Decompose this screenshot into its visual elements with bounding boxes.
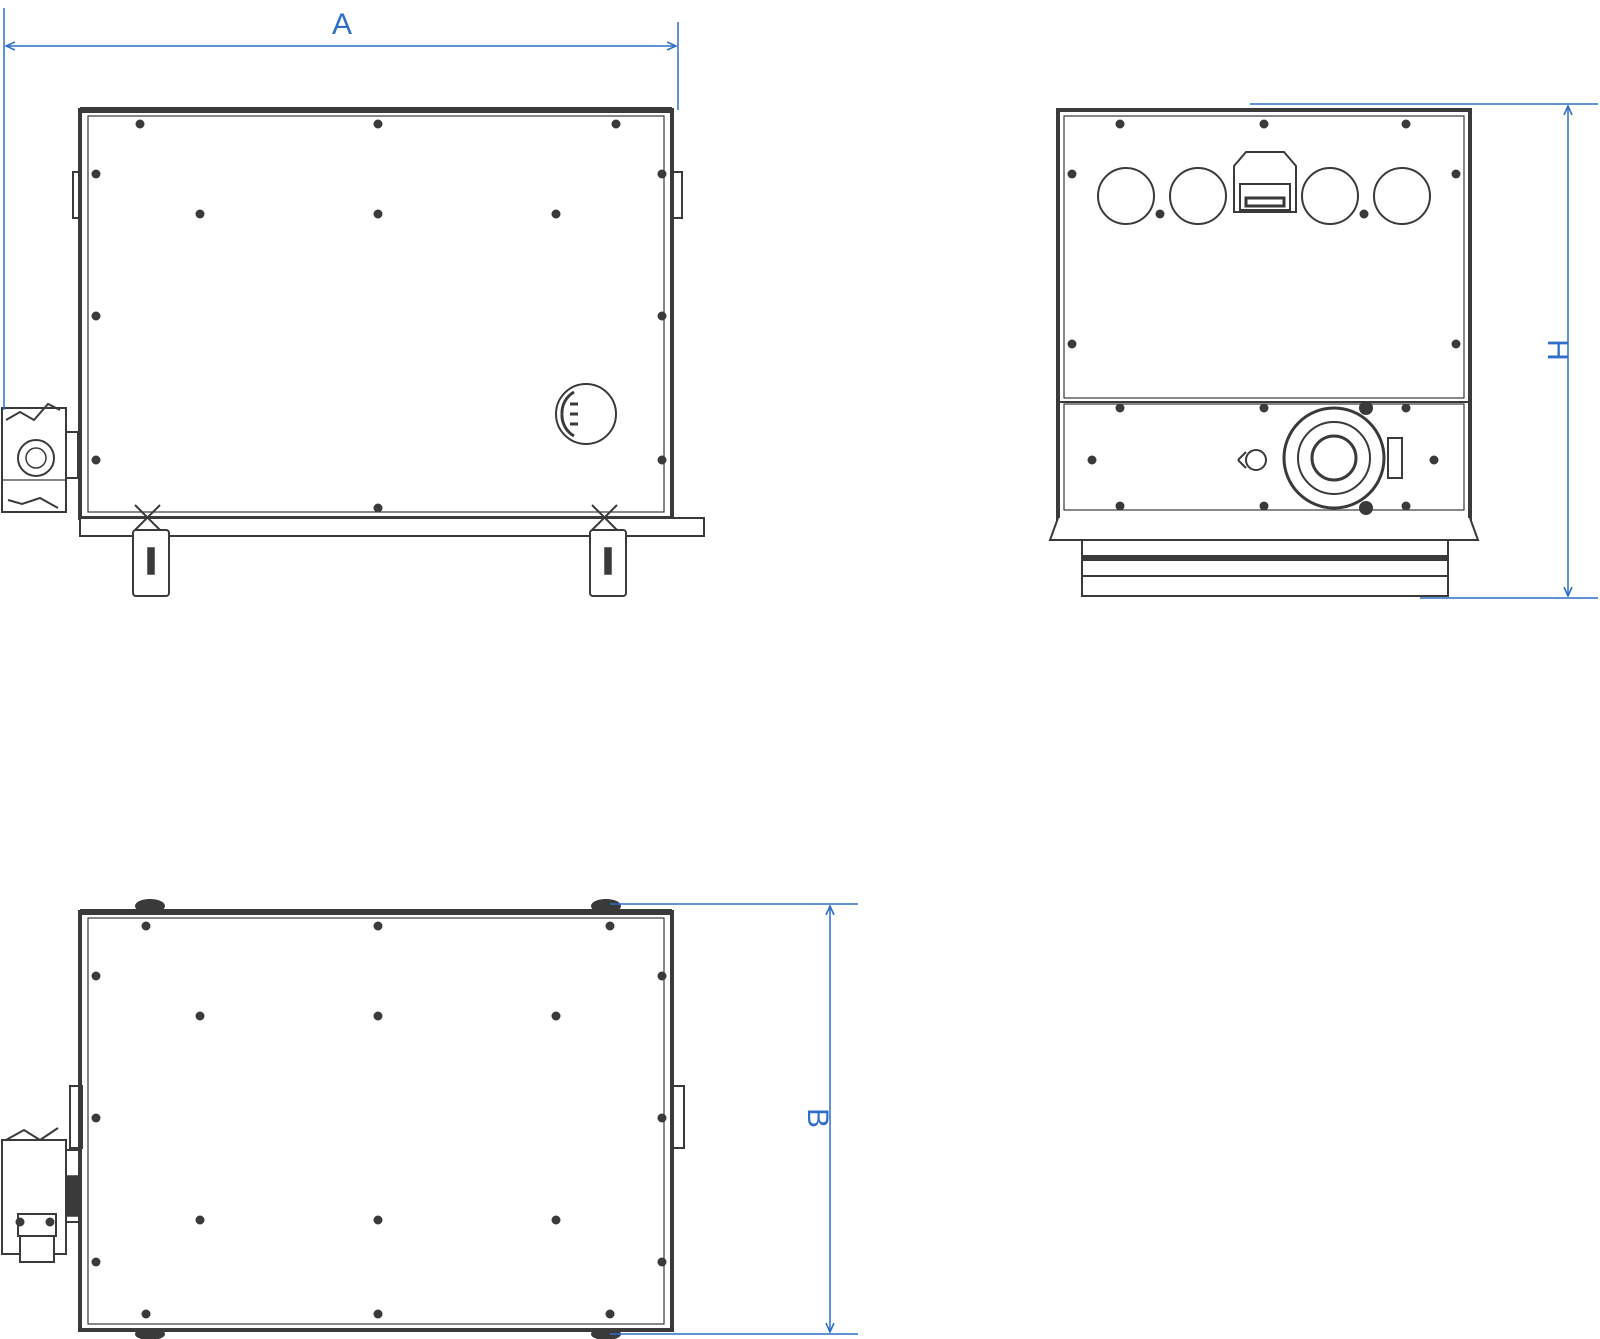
side-view-port-1 [1097,167,1155,225]
screw [1067,339,1077,349]
top-view-body [78,910,674,1332]
screw [91,455,101,465]
screw [657,1257,667,1267]
screw [91,1257,101,1267]
dimension-a [3,8,679,410]
front-view-connector-box [1,402,79,513]
screw [657,971,667,981]
screw [551,1011,561,1021]
front-view-body [78,108,674,520]
screw [657,169,667,179]
top-view-screws [91,921,667,1319]
front-view-leg-right [589,504,627,597]
screw [1087,455,1097,465]
side-view-port-2 [1169,167,1227,225]
dimension-h [1250,103,1598,599]
screw [373,1011,383,1021]
screw [657,311,667,321]
side-view-port-3 [1301,167,1359,225]
screw [141,921,151,931]
screw [1155,209,1165,219]
screw [1429,455,1439,465]
screw [373,209,383,219]
screw [551,1215,561,1225]
side-view [1048,108,1480,597]
screw [1115,501,1125,511]
dimension-b-label: B [801,1108,834,1128]
screw [195,1011,205,1021]
screw [605,1309,615,1319]
screw [1401,501,1411,511]
top-view-connector-box [1,1127,81,1263]
side-view-base [1081,539,1449,597]
front-view-base [79,517,705,537]
side-view-center-bracket [1233,151,1297,213]
front-view-round-port [555,383,617,445]
screw [1359,209,1369,219]
screw [611,119,621,129]
screw [1067,169,1077,179]
front-view [1,107,705,597]
screw [551,209,561,219]
screw [1451,339,1461,349]
front-view-leg-left [132,504,170,597]
screw [91,311,101,321]
top-view [1,899,685,1339]
side-view-outlet-assembly [1237,401,1403,515]
front-view-screws [91,119,667,513]
dimension-a-label: A [332,8,352,41]
screw [195,1215,205,1225]
screw [373,1309,383,1319]
screw [91,971,101,981]
screw [1401,119,1411,129]
screw [1259,501,1269,511]
side-view-port-4 [1373,167,1431,225]
screw [373,119,383,129]
side-view-screws [1067,119,1461,511]
screw [657,1113,667,1123]
screw [1259,119,1269,129]
dimension-b [610,903,858,1335]
screw [135,119,145,129]
screw [91,169,101,179]
dimension-h-label: H [1541,339,1574,361]
screw [1115,403,1125,413]
screw [605,921,615,931]
screw [1115,119,1125,129]
screw [373,1215,383,1225]
screw [373,503,383,513]
screw [1259,403,1269,413]
screw [1401,403,1411,413]
screw [1451,169,1461,179]
screw [91,1113,101,1123]
screw [373,921,383,931]
screw [657,455,667,465]
screw [195,209,205,219]
screw [141,1309,151,1319]
